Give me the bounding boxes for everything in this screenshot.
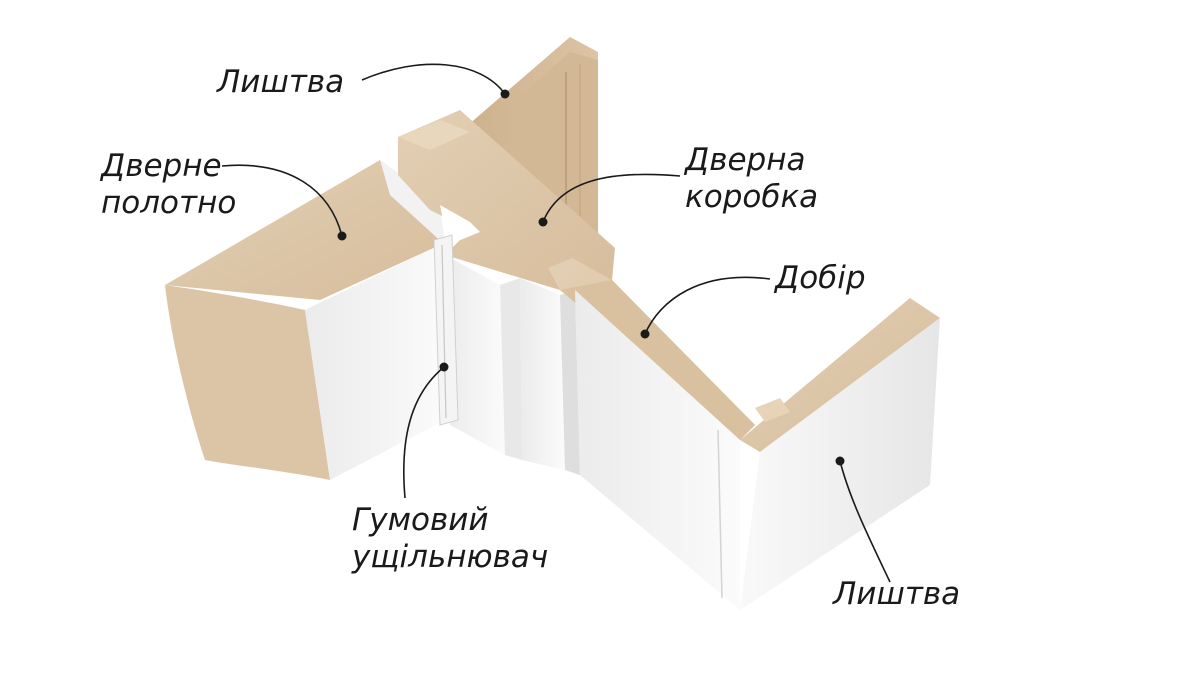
lower-trim-mdf-top [740,298,940,452]
rubber-seal [433,234,459,426]
lower-trim-notch [755,398,790,422]
label-rubber-seal-line2: ущільнювач [352,539,549,575]
rubber-seal-line [441,244,447,419]
leader-door-frame [542,173,681,223]
label-extension-text: Добір [775,260,866,296]
label-door-frame-line1: Дверна [685,142,806,178]
extension-board [548,258,755,610]
dot-extension [640,329,650,339]
label-rubber-seal-line1: Гумовий [352,502,489,538]
leader-extension [644,276,771,335]
label-trim-bottom-text: Лиштва [833,576,961,612]
label-extension: Добір [775,260,866,297]
door-frame-side-face [560,290,580,475]
label-door-leaf-line2: полотно [101,185,237,221]
dot-trim-bottom [835,456,845,466]
dot-trim-top [500,89,510,99]
door-frame-stop-face [445,255,505,455]
anchor-dots [337,89,845,466]
leader-trim-bottom [839,460,891,583]
lower-trim [740,298,940,610]
door-frame-trim-notch [398,120,470,150]
leader-seal [402,366,445,499]
dot-door-leaf [337,231,347,241]
door-leaf-white-edge [380,160,445,245]
rubber-seal-body [433,234,459,426]
extension-white-face [575,290,740,610]
label-rubber-seal: Гумовий ущільнювач [352,502,548,576]
label-trim-top-text: Лиштва [217,64,345,100]
extension-mdf-strip [560,280,755,440]
door-frame-rebate [500,278,522,460]
door-frame-mdf-top [398,110,615,290]
label-door-frame: Дверна коробка [685,142,818,216]
label-trim-bottom: Лиштва [833,576,960,613]
extension-joint [717,429,723,599]
leader-door-leaf [221,164,343,237]
door-leaf-mdf-end [165,285,330,480]
door-frame-jamb-face [520,278,565,470]
leaders [221,63,891,583]
dot-door-frame [538,217,548,227]
label-door-leaf: Дверне полотно [101,148,236,222]
door-leaf [165,160,445,480]
door-frame [398,110,615,475]
label-door-frame-line2: коробка [685,179,819,215]
dot-seal [439,362,449,372]
door-leaf-mdf-face [165,160,440,300]
door-frame-seal-slot [440,205,480,245]
leader-trim-top [361,63,506,95]
label-door-leaf-line1: Дверне [101,148,222,184]
label-trim-top: Лиштва [217,64,344,101]
